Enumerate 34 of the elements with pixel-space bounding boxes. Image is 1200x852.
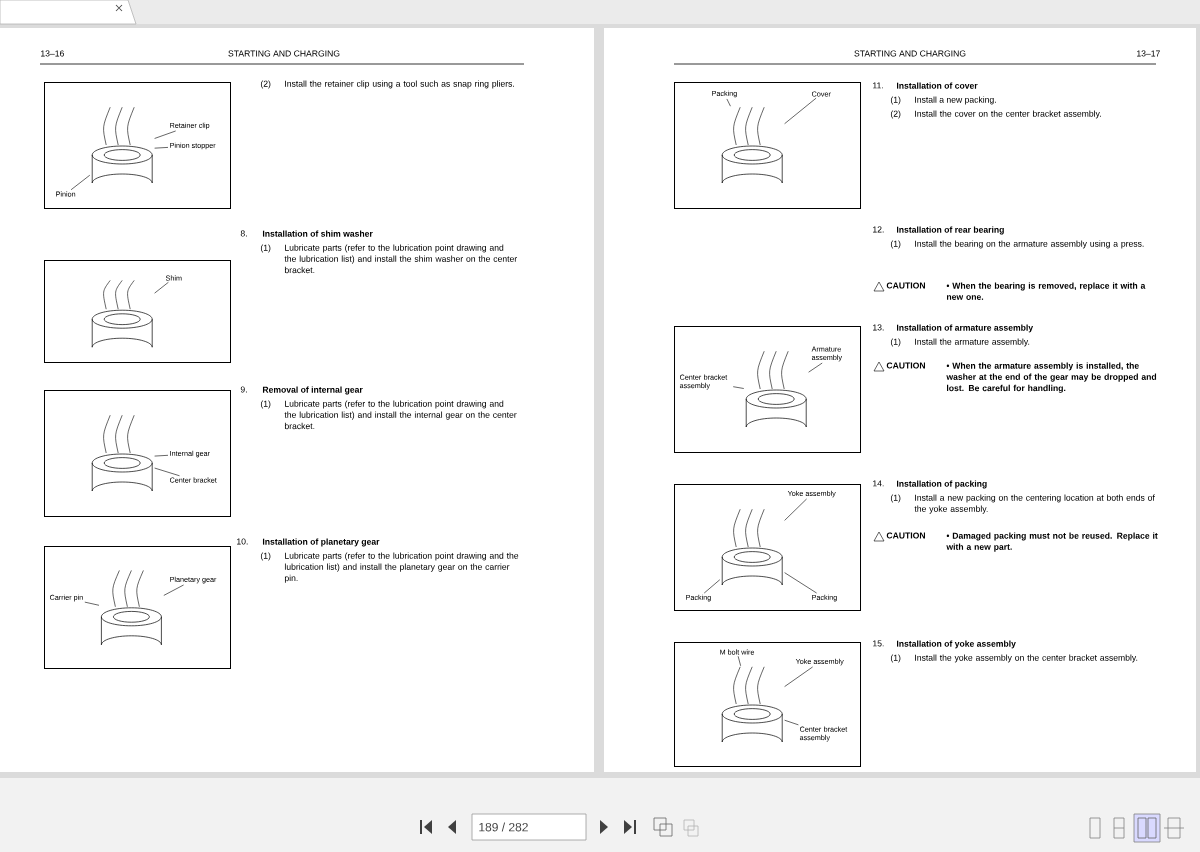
leader-line — [84, 601, 100, 606]
figure-frame — [674, 82, 861, 209]
figure-frame — [44, 546, 231, 669]
figure-frame — [674, 484, 861, 611]
leader-line — [784, 97, 817, 124]
figure-frame — [674, 326, 861, 453]
leader-line — [784, 666, 813, 687]
leader-line — [70, 174, 91, 191]
starter-part-drawing — [101, 570, 162, 646]
leader-line — [154, 130, 176, 139]
leader-line — [154, 281, 169, 294]
leader-line — [784, 719, 799, 726]
starter-part-drawing — [745, 350, 807, 428]
figure-frame — [44, 82, 231, 209]
leader-line — [163, 584, 184, 596]
figure-frame — [674, 642, 861, 767]
leader-line — [784, 572, 817, 594]
figure-frame — [44, 260, 231, 363]
leader-line — [154, 467, 180, 477]
starter-part-drawing — [91, 280, 153, 348]
leader-line — [154, 147, 169, 149]
leader-line — [808, 362, 823, 373]
leader-line — [726, 98, 731, 107]
leader-line — [703, 579, 721, 594]
starter-part-drawing — [721, 508, 783, 586]
starter-part-drawing — [721, 106, 783, 184]
starter-part-drawing — [91, 106, 153, 184]
leader-line — [732, 386, 745, 389]
starter-part-drawing — [721, 666, 783, 743]
leader-line — [784, 498, 807, 521]
leader-line — [154, 455, 169, 457]
figure-frame — [44, 390, 231, 517]
starter-part-drawing — [91, 414, 153, 492]
leader-line — [737, 655, 741, 667]
